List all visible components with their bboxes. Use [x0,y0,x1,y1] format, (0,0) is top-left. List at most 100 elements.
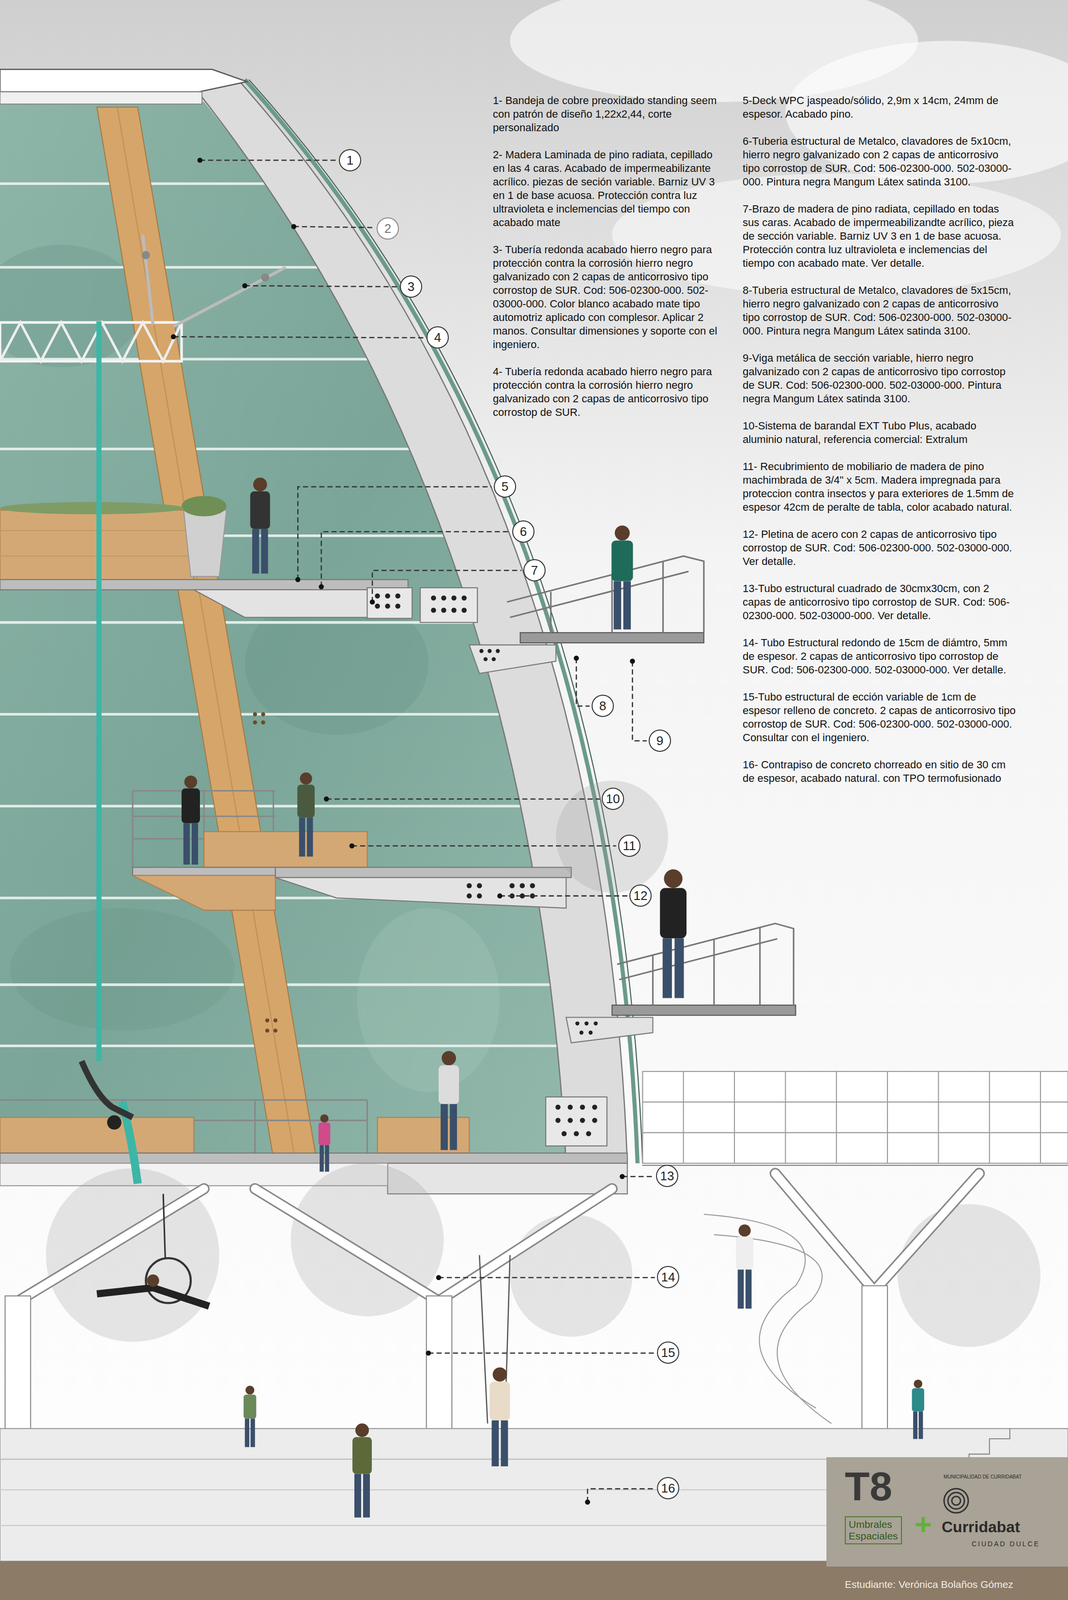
leader-dots [619,1174,626,1180]
right-building [937,1071,939,1164]
middle-floor [579,1030,584,1035]
ground-floor [0,1153,628,1164]
truss-and-rods [173,267,286,327]
callout-number: 4 [426,326,449,349]
callout-text: 10 [606,792,621,806]
lower-structure [775,1173,874,1291]
person-head [663,869,683,888]
person-head [320,1114,329,1123]
right-building [642,1071,1068,1424]
callout-text: 8 [599,699,607,713]
callout-text: 5 [501,480,509,493]
wood-beam [96,106,317,1159]
upper-floor [374,593,467,613]
person-leg [440,1104,448,1151]
leader-dots [369,599,376,605]
ground-floor [573,1130,580,1137]
person-leg [491,1420,500,1467]
person-body [438,1065,459,1105]
aerialist [81,1061,133,1130]
aerial-silk [98,321,510,1424]
callout-number: 8 [591,694,614,718]
upper-floor [384,593,391,599]
leader-dots [170,157,636,1505]
upper-floor [487,649,492,654]
copper-panels [0,447,612,451]
middle-floor [713,938,715,1006]
ground-floor [545,1097,607,1146]
middle-floor [652,955,654,1006]
lower-structure [18,1189,204,1302]
note-text: 1- Bandeja de cobre preoxidado standing … [492,93,725,135]
leader-lines [244,285,398,287]
copper-panels [0,983,612,986]
right-building [836,1071,838,1164]
upper-floor [374,603,381,610]
ground-floor [561,1130,567,1137]
right-building [1039,1071,1041,1164]
lower-structure [255,1189,439,1302]
callout-number: 16 [656,1477,680,1500]
middle-floor [476,893,483,899]
leader-lines [326,798,600,800]
trees [555,780,669,893]
callout-text: 12 [633,889,648,902]
person-leg [250,1418,256,1448]
upper-floor [451,607,457,613]
upper-floor [549,592,552,633]
leader-lines [632,661,647,741]
lower-structure [18,1189,204,1302]
wood-beam [273,1028,278,1033]
upper-floor [495,649,500,654]
ground-floor [567,1117,574,1124]
callout-number: 9 [648,729,672,752]
wood-beam [265,1018,270,1023]
middle-floor [611,1005,796,1016]
leader-lines [576,658,590,707]
upper-floor [430,595,437,601]
note-text: 5-Deck WPC jaspeado/sólido, 2,9m x 14cm,… [742,93,1017,122]
trees [509,1214,633,1337]
middle-floor [132,867,276,876]
person [250,477,271,574]
wood-beam [273,1018,278,1023]
upper-floor [395,603,401,610]
ground [0,1428,1068,1600]
lower-structure [438,1189,612,1302]
person-leg [299,817,306,857]
ground-floor [0,1117,194,1154]
ground-floor [366,1099,368,1154]
wood-beam [260,712,265,717]
person-body [735,1236,754,1270]
person-leg [674,938,684,998]
middle-floor [575,1021,598,1035]
person-leg [623,581,631,630]
person-head [738,1224,751,1237]
right-building [642,1101,1068,1103]
steel-arch [244,79,638,1163]
upper-floor [491,656,496,661]
person-leg [613,581,622,630]
right-building [886,1071,888,1164]
lower-structure [874,1173,980,1291]
trees [45,780,1041,1347]
person-head [253,477,268,492]
steel-arch [0,69,247,92]
callout-text: 16 [661,1481,676,1495]
note-text: 11- Recubrimiento de mobiliario de mader… [742,459,1017,515]
middle-floor [619,938,778,980]
middle-floor [565,1017,653,1043]
wood-beam [253,720,258,725]
callout-text: 9 [656,734,664,748]
middle-floor [530,883,536,889]
notes-column: 5-Deck WPC jaspeado/sólido, 2,9m x 14cm,… [742,93,1017,799]
callout-text: 1 [346,153,354,167]
leader-dots [295,577,301,583]
upper-floor [183,510,227,577]
person-body [611,540,633,581]
truss-and-rods [142,234,153,325]
lower-structure [438,1189,612,1302]
person [352,1423,372,1518]
